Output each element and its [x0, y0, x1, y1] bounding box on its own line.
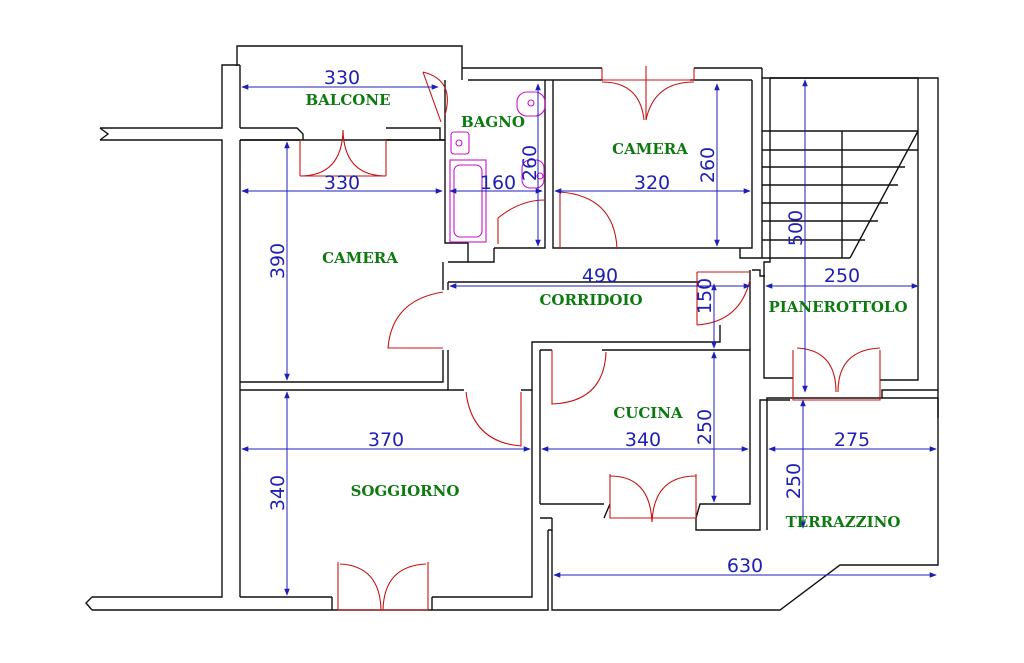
dim-cucina-width: 340 [625, 429, 661, 451]
dim-bagno-width: 160 [480, 172, 516, 194]
dim-camera-left-width: 330 [324, 172, 360, 194]
room-label-bagno: BAGNO [461, 113, 525, 131]
dim-bagno-height: 260 [519, 145, 541, 181]
dim-pianerottolo-width: 250 [824, 265, 860, 287]
dim-stair-height: 500 [785, 210, 807, 246]
dim-corridoio-width: 490 [582, 265, 618, 287]
dim-balcone-width: 330 [324, 67, 360, 89]
dim-total-bottom: 630 [727, 555, 763, 577]
room-label-pianerottolo: PIANEROTTOLO [768, 298, 907, 316]
room-label-balcone: BALCONE [305, 91, 390, 109]
dim-terrazzino-width: 275 [834, 429, 870, 451]
room-label-camera-left: CAMERA [322, 249, 398, 267]
dimension-lines [241, 79, 937, 596]
dim-terrazzino-height: 250 [783, 463, 805, 499]
room-label-terrazzino: TERRAZZINO [786, 513, 901, 531]
walls [85, 45, 939, 611]
room-label-corridoio: CORRIDOIO [539, 291, 642, 309]
dim-camera-top-width: 320 [634, 172, 670, 194]
dim-soggiorno-width: 370 [368, 429, 404, 451]
dim-corridoio-height: 150 [694, 278, 716, 314]
toilet-icon [450, 131, 470, 155]
sink-icon [516, 91, 546, 117]
dimension-texts: 330 330 160 260 320 260 500 390 490 150 … [267, 67, 870, 577]
room-labels: BALCONE BAGNO CAMERA CAMERA CORRIDOIO PI… [305, 91, 907, 531]
room-label-soggiorno: SOGGIORNO [351, 482, 460, 500]
bidet-icon [521, 159, 545, 189]
dim-camera-left-height: 390 [267, 243, 289, 279]
dim-cucina-height: 250 [694, 409, 716, 445]
bathroom-fixtures [449, 91, 546, 243]
dim-soggiorno-height: 340 [267, 475, 289, 511]
room-label-camera-top: CAMERA [612, 140, 688, 158]
dim-camera-top-height: 260 [697, 147, 719, 183]
room-label-cucina: CUCINA [613, 404, 683, 422]
bathtub-icon [449, 159, 487, 243]
